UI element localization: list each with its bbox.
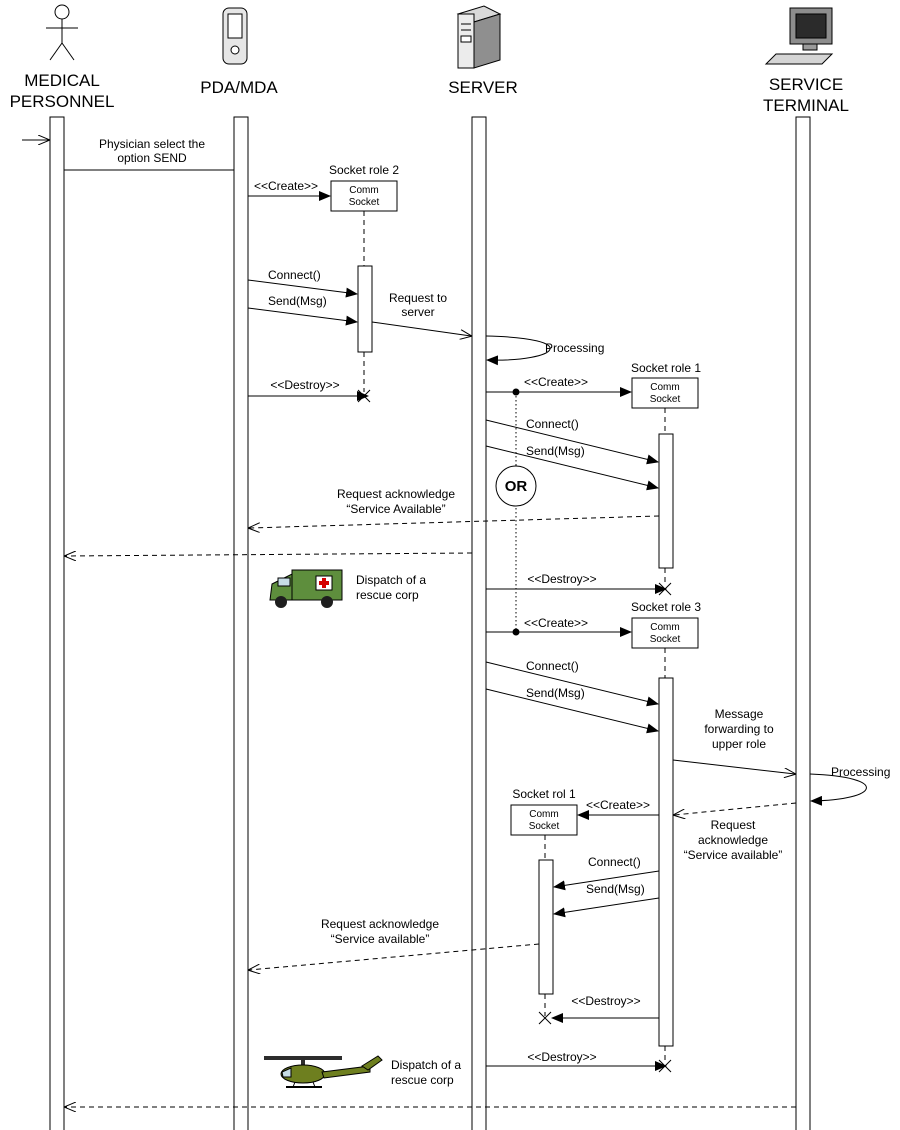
- connect-arrow-2: [485, 419, 659, 465]
- lifeline-pda: [233, 116, 249, 1130]
- request-to-server-label-1: Request to: [389, 291, 447, 305]
- send-label-4: Send(Msg): [586, 882, 645, 896]
- request-to-server-label-2: server: [401, 305, 434, 319]
- connect-label-3: Connect(): [526, 659, 579, 673]
- socket-2-activation: [357, 265, 373, 353]
- create-socket-3-label: <<Create>>: [524, 616, 588, 630]
- comm-socket-1-line2: Socket: [650, 394, 681, 405]
- actor-server: SERVER: [448, 78, 518, 97]
- request-ack-1-label-1: Request acknowledge: [337, 487, 455, 501]
- comm-socket-1-line1: Comm: [650, 382, 679, 393]
- comm-socket-rol-1-line2: Socket: [529, 821, 560, 832]
- send-label-1: Send(Msg): [268, 294, 327, 308]
- server-tower-icon: [456, 5, 502, 69]
- request-ack-2-arrow: [674, 802, 797, 815]
- socket-1-destroy-mark: [658, 582, 672, 596]
- lifeline-server: [471, 116, 487, 1130]
- connect-label-1: Connect(): [268, 268, 321, 282]
- socket-3-destroy-mark: [658, 1059, 672, 1073]
- comm-socket-3-line1: Comm: [650, 622, 679, 633]
- request-ack-3-arrow: [249, 943, 540, 970]
- ambulance-icon: [269, 569, 343, 608]
- message-forwarding-arrow: [672, 759, 795, 774]
- request-ack-1-arrow: [249, 515, 660, 528]
- destroy-socket-3-label: <<Destroy>>: [527, 1050, 596, 1064]
- actor-terminal-line2: TERMINAL: [763, 96, 849, 115]
- connect-label-4: Connect(): [588, 855, 641, 869]
- socket-rol-1-title: Socket rol 1: [512, 787, 576, 801]
- physician-select-label-1: Physician select the: [99, 137, 205, 151]
- computer-terminal-icon: [764, 7, 834, 65]
- connect-arrow-1: [247, 279, 358, 298]
- comm-socket-box-rol-1: [510, 804, 578, 836]
- socket-rol-1-activation: [538, 859, 554, 995]
- connect-arrow-4: [553, 870, 660, 891]
- socket-role-2-title: Socket role 2: [329, 163, 399, 177]
- actor-medical-line2: PERSONNEL: [10, 92, 115, 111]
- socket-role-1-title: Socket role 1: [631, 361, 701, 375]
- socket-1-activation: [658, 433, 674, 569]
- dispatch-1-label-2: rescue corp: [356, 588, 419, 602]
- forwarding-label-1: Message: [715, 707, 764, 721]
- send-label-2: Send(Msg): [526, 444, 585, 458]
- send-arrow-1: [247, 307, 358, 326]
- comm-socket-box-3: [631, 617, 699, 649]
- create-socket-2-label: <<Create>>: [254, 179, 318, 193]
- destroy-socket-1-label: <<Destroy>>: [527, 572, 596, 586]
- dispatch-2-label-2: rescue corp: [391, 1073, 454, 1087]
- send-arrow-2: [485, 445, 659, 491]
- terminal-processing-loop: [809, 773, 867, 806]
- or-fragment-label: OR: [505, 478, 528, 495]
- comm-socket-3-line2: Socket: [650, 634, 681, 645]
- or-fragment-circle: [495, 465, 537, 507]
- actor-pda: PDA/MDA: [200, 78, 278, 97]
- pda-icon: [222, 7, 248, 65]
- connect-arrow-3: [485, 661, 659, 707]
- comm-socket-2-line1: Comm: [349, 185, 378, 196]
- dispatch-1-label-1: Dispatch of a: [356, 573, 426, 587]
- actor-terminal-line1: SERVICE: [769, 75, 843, 94]
- socket-2-destroy-mark: [357, 389, 371, 403]
- lifeline-medical: [49, 116, 65, 1130]
- send-label-3: Send(Msg): [526, 686, 585, 700]
- service-available-to-medical-arrow: [65, 553, 473, 556]
- forwarding-label-2: forwarding to: [704, 722, 774, 736]
- connect-label-2: Connect(): [526, 417, 579, 431]
- socket-3-activation: [658, 677, 674, 1047]
- destroy-socket-2-label: <<Destroy>>: [270, 378, 339, 392]
- lifeline-terminal: [795, 116, 811, 1130]
- request-ack-2-label-3: “Service available”: [684, 848, 783, 862]
- server-processing-loop: [485, 335, 551, 366]
- request-ack-2-label-1: Request: [711, 818, 756, 832]
- request-ack-3-label-2: “Service available”: [331, 932, 430, 946]
- send-arrow-3: [485, 688, 659, 734]
- destroy-socket-rol-1-label: <<Destroy>>: [571, 994, 640, 1008]
- request-to-server-arrow: [371, 321, 471, 336]
- server-processing-label: Processing: [545, 341, 604, 355]
- create-socket-rol-1-label: <<Create>>: [586, 798, 650, 812]
- request-ack-2-label-2: acknowledge: [698, 833, 768, 847]
- comm-socket-rol-1-line1: Comm: [529, 809, 558, 820]
- send-arrow-4: [553, 897, 660, 918]
- comm-socket-2-line2: Socket: [349, 197, 380, 208]
- socket-rol-1-destroy-mark: [538, 1011, 552, 1025]
- helicopter-icon: [264, 1055, 383, 1088]
- actor-medical-line1: MEDICAL: [24, 71, 100, 90]
- or-start-dot: [512, 388, 520, 396]
- comm-socket-box-2: [330, 180, 398, 212]
- request-ack-1-label-2: “Service Available”: [346, 502, 445, 516]
- dispatch-2-label-1: Dispatch of a: [391, 1058, 461, 1072]
- forwarding-label-3: upper role: [712, 737, 766, 751]
- request-ack-3-label-1: Request acknowledge: [321, 917, 439, 931]
- socket-role-3-title: Socket role 3: [631, 600, 701, 614]
- person-icon: [46, 4, 78, 61]
- create-socket-1-label: <<Create>>: [524, 375, 588, 389]
- terminal-processing-label: Processing: [831, 765, 890, 779]
- physician-select-label-2: option SEND: [117, 151, 187, 165]
